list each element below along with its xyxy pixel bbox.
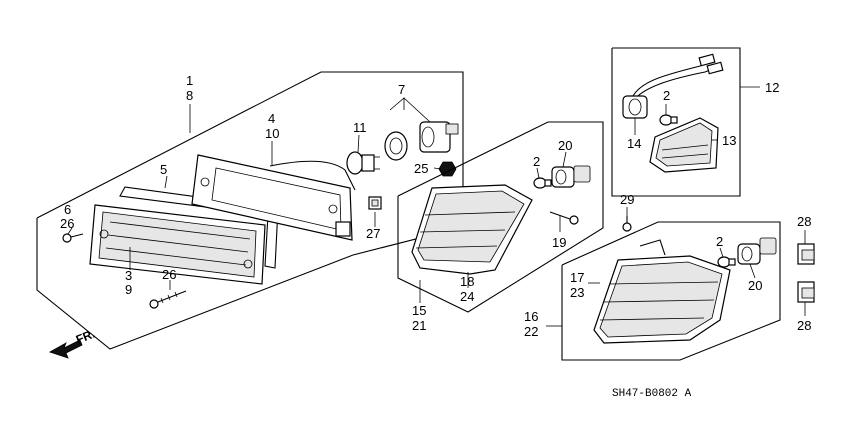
label-2a: 2 [533, 154, 540, 169]
label-9: 9 [125, 282, 132, 297]
label-14: 14 [627, 136, 641, 151]
socket-part-20b[interactable] [737, 237, 777, 265]
bulb-part[interactable] [346, 151, 380, 175]
assembly-outline-2 [397, 121, 604, 313]
label-13: 13 [722, 133, 736, 148]
screw-part-6[interactable] [62, 233, 84, 243]
label-22: 22 [524, 324, 538, 339]
label-15: 15 [412, 303, 426, 318]
label-6: 6 [64, 202, 71, 217]
label-23: 23 [570, 285, 584, 300]
label-3: 3 [125, 268, 132, 283]
label-2b: 2 [663, 88, 670, 103]
assembly-outline-1 [36, 71, 464, 350]
assembly-outline-4 [561, 221, 781, 361]
front-arrow-icon [49, 339, 83, 359]
housing-part[interactable] [191, 154, 356, 241]
socket-part-20a[interactable] [551, 165, 591, 188]
label-10: 10 [265, 126, 279, 141]
label-20a: 20 [558, 138, 572, 153]
diagram-code: SH47-B0802 A [612, 388, 692, 400]
bulb-part-2a[interactable] [533, 177, 552, 189]
leader-lines [67, 86, 806, 327]
label-1: 1 [186, 73, 193, 88]
assembly-outline-3 [611, 47, 741, 197]
screw-part-19[interactable] [549, 211, 579, 225]
label-25: 25 [414, 161, 428, 176]
screw-part-29[interactable] [622, 216, 632, 232]
label-11: 11 [353, 120, 367, 135]
corner-lens-part-23[interactable] [593, 239, 731, 344]
label-2c: 2 [716, 234, 723, 249]
label-5: 5 [160, 162, 167, 177]
wire-harness-part-14[interactable] [622, 53, 724, 119]
clip-part-28a[interactable] [797, 243, 815, 265]
label-29: 29 [620, 192, 634, 207]
label-17: 17 [570, 270, 584, 285]
label-19: 19 [552, 235, 566, 250]
label-24: 24 [460, 289, 474, 304]
socket-part[interactable] [384, 121, 459, 161]
marker-lens-part-13[interactable] [649, 117, 719, 173]
corner-lens-part-18[interactable] [411, 184, 533, 275]
screw-part-26[interactable] [149, 290, 187, 309]
lens-part[interactable] [89, 204, 266, 285]
label-12: 12 [765, 80, 779, 95]
grommet-part-27[interactable] [368, 196, 382, 210]
part-labels: 1 8 4 10 5 11 7 25 27 6 26 3 9 26 18 24 … [60, 73, 811, 400]
label-20b: 20 [748, 278, 762, 293]
label-26b: 26 [162, 267, 176, 282]
label-8: 8 [186, 88, 193, 103]
label-4: 4 [268, 111, 275, 126]
front-label: FR. [74, 327, 97, 347]
bulb-part-2b[interactable] [659, 114, 678, 126]
label-7: 7 [398, 82, 405, 97]
label-16: 16 [524, 309, 538, 324]
label-18: 18 [460, 274, 474, 289]
label-28a: 28 [797, 214, 811, 229]
label-21: 21 [412, 318, 426, 333]
label-26a: 26 [60, 216, 74, 231]
bulb-part-2c[interactable] [717, 256, 736, 268]
label-28b: 28 [797, 318, 811, 333]
label-27: 27 [366, 226, 380, 241]
clip-part-28b[interactable] [797, 281, 815, 303]
